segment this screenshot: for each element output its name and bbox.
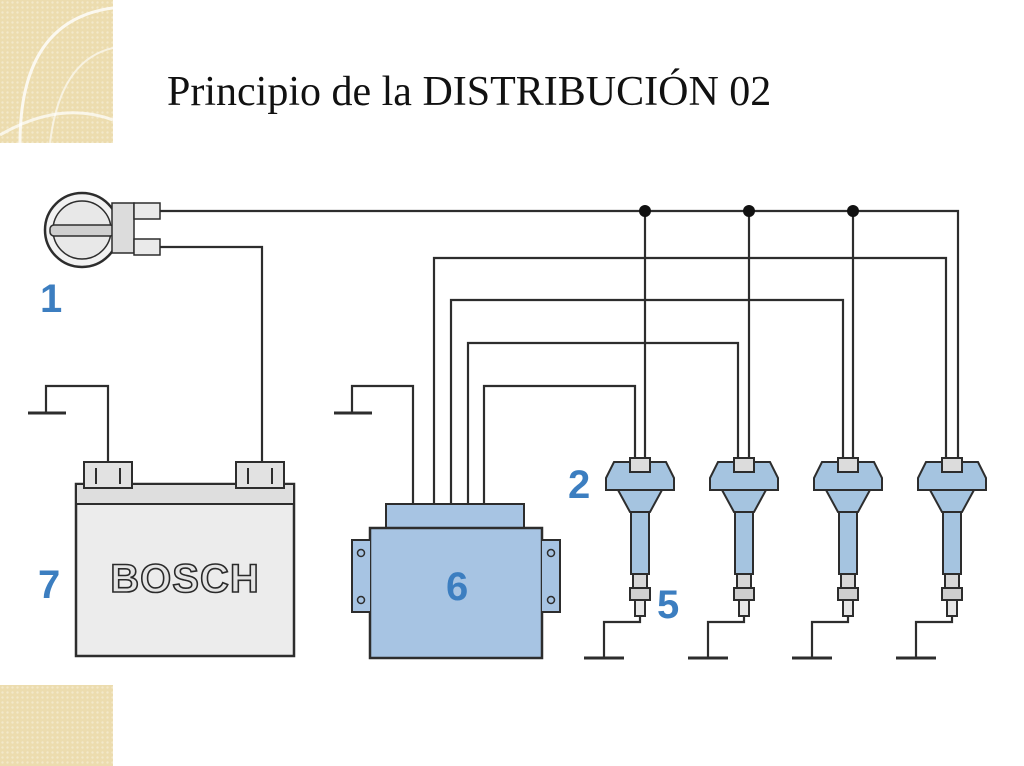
ecu-icon (351, 503, 561, 660)
ecu-coil-3-wire (449, 298, 845, 504)
plug-insulator (840, 573, 856, 589)
coil-plug-group (584, 457, 987, 660)
junction-dot-1 (639, 205, 651, 217)
plug-insulator (944, 573, 960, 589)
plug-thread (738, 599, 750, 617)
coil-neck (824, 489, 872, 513)
ecu-ground-wire (350, 384, 415, 504)
plug-ground-wire (706, 616, 746, 657)
coil-plug-unit-1 (584, 457, 675, 660)
label-7: 7 (38, 563, 60, 607)
battery-terminal-negative (83, 461, 133, 489)
ecu-coil-2-wire (466, 341, 740, 504)
distributor-battery-wire (160, 245, 264, 463)
slide-title: Principio de la DISTRIBUCIÓN 02 (167, 69, 772, 115)
coil-plug-unit-2 (688, 457, 779, 660)
distributor-icon (43, 191, 161, 269)
plug-hex (941, 587, 963, 601)
corner-decoration-bottom (0, 685, 113, 766)
battery-terminal-positive (235, 461, 285, 489)
label-1: 1 (40, 277, 62, 321)
coil-connector (733, 457, 755, 473)
corner-swirl-icon (0, 6, 113, 143)
plug-ground-wire (914, 616, 954, 657)
ecu-coil-1-wire (482, 384, 637, 504)
label-5: 5 (657, 583, 679, 627)
junction-dot-2 (743, 205, 755, 217)
plug-ground-wire (602, 616, 642, 657)
coil-plug-unit-4 (896, 457, 987, 660)
label-6: 6 (446, 565, 468, 609)
coil-connector (837, 457, 859, 473)
junction-dot-3 (847, 205, 859, 217)
plug-insulator (632, 573, 648, 589)
coil-body (734, 511, 754, 575)
corner-decoration-top (0, 0, 113, 143)
plug-insulator (736, 573, 752, 589)
ecu-coil-4-wire (432, 256, 948, 504)
coil-body (630, 511, 650, 575)
coil-connector (941, 457, 963, 473)
plug-thread (946, 599, 958, 617)
plug-hex (837, 587, 859, 601)
coil-neck (616, 489, 664, 513)
coil-head (813, 461, 883, 491)
coil-body (942, 511, 962, 575)
battery-brand-label: BOSCH (110, 557, 259, 601)
label-2: 2 (568, 463, 590, 507)
coil-plug-unit-3 (792, 457, 883, 660)
plug-ground-wire (810, 616, 850, 657)
plug-hex (733, 587, 755, 601)
battery-icon (74, 461, 296, 658)
coil-neck (928, 489, 976, 513)
plug-thread (842, 599, 854, 617)
main-signal-wire (160, 209, 960, 462)
plug-hex (629, 587, 651, 601)
coil-head (605, 461, 675, 491)
battery-ground-wire (44, 384, 110, 470)
coil-head (709, 461, 779, 491)
coil-neck (720, 489, 768, 513)
coil-connector (629, 457, 651, 473)
coil-body (838, 511, 858, 575)
plug-thread (634, 599, 646, 617)
coil-head (917, 461, 987, 491)
